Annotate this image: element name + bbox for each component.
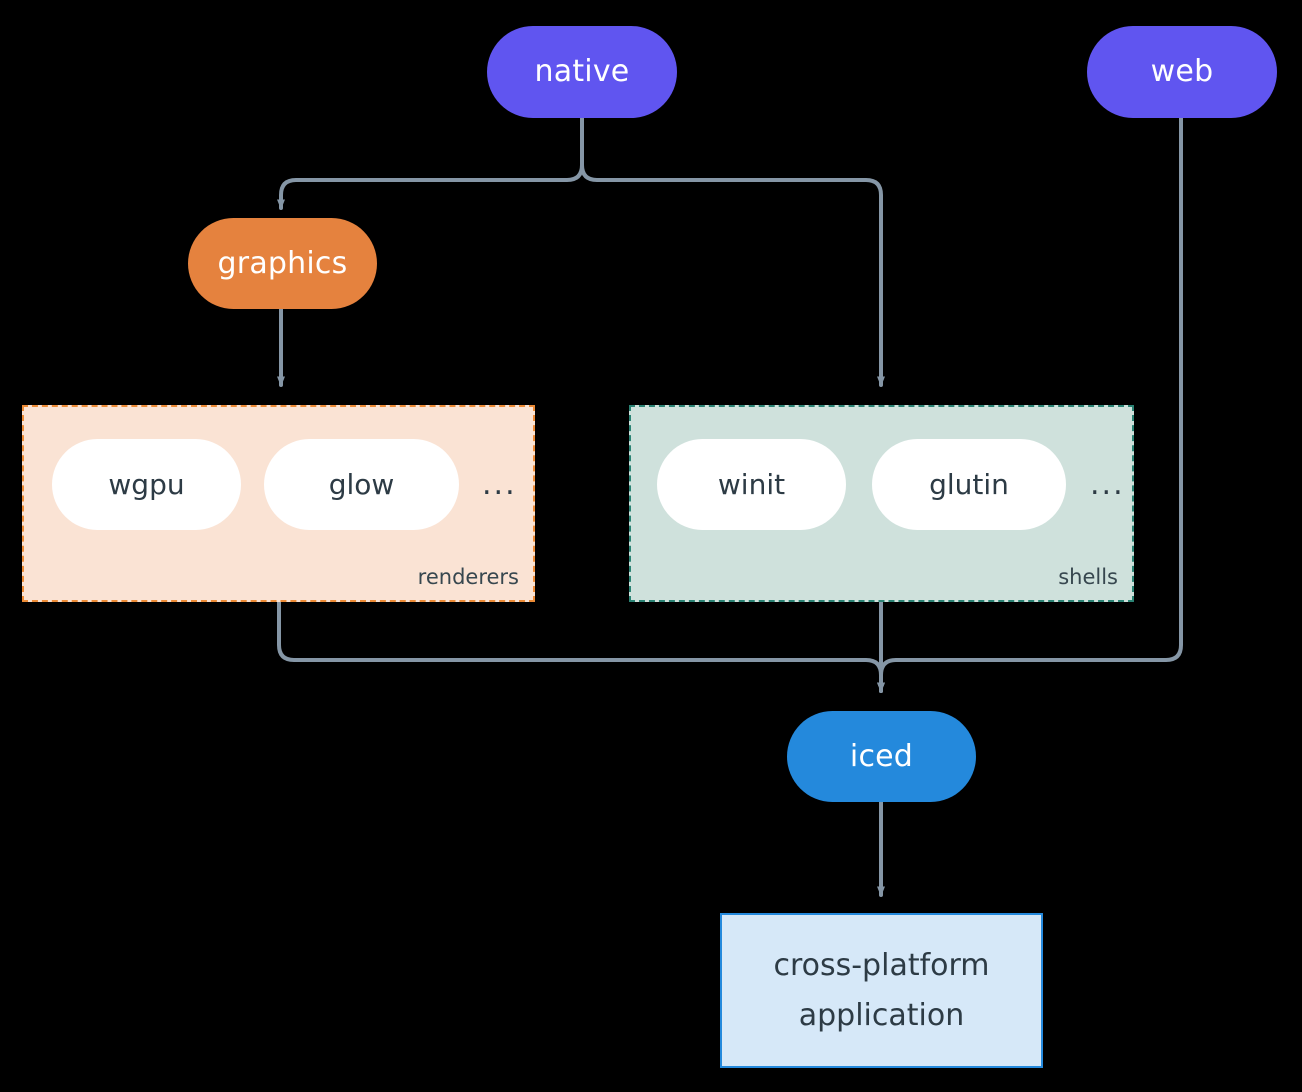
node-glutin-label: glutin [929,467,1009,501]
renderers-overflow-ellipsis: ... [482,467,517,502]
node-native-label: native [534,54,630,89]
node-graphics[interactable]: graphics [188,218,377,309]
edge-renderers-to-iced [277,600,885,693]
edge-native-to-graphics [277,116,584,210]
application-label-line2: application [798,997,965,1033]
node-wgpu-label: wgpu [108,467,185,501]
group-renderers[interactable]: wgpu glow ... renderers [22,405,535,602]
application-label-line1: cross-platform [773,948,990,983]
node-winit-label: winit [717,467,786,501]
node-graphics-label: graphics [217,245,348,281]
node-iced-label: iced [849,738,914,774]
node-web[interactable]: web [1087,26,1277,118]
edge-native-to-shells [580,116,885,387]
node-cross-platform-application[interactable]: cross-platform application [720,913,1043,1068]
node-web-label: web [1150,54,1214,89]
shells-overflow-ellipsis: ... [1090,467,1125,502]
node-iced[interactable]: iced [787,711,976,802]
node-wgpu[interactable]: wgpu [52,439,241,530]
node-winit[interactable]: winit [657,439,846,530]
node-native[interactable]: native [487,26,677,118]
node-glow[interactable]: glow [264,439,459,530]
node-glutin[interactable]: glutin [872,439,1066,530]
node-glow-label: glow [328,467,395,501]
group-shells-label: shells [1058,565,1118,589]
group-shells[interactable]: winit glutin ... shells [629,405,1134,602]
group-renderers-label: renderers [417,565,519,589]
